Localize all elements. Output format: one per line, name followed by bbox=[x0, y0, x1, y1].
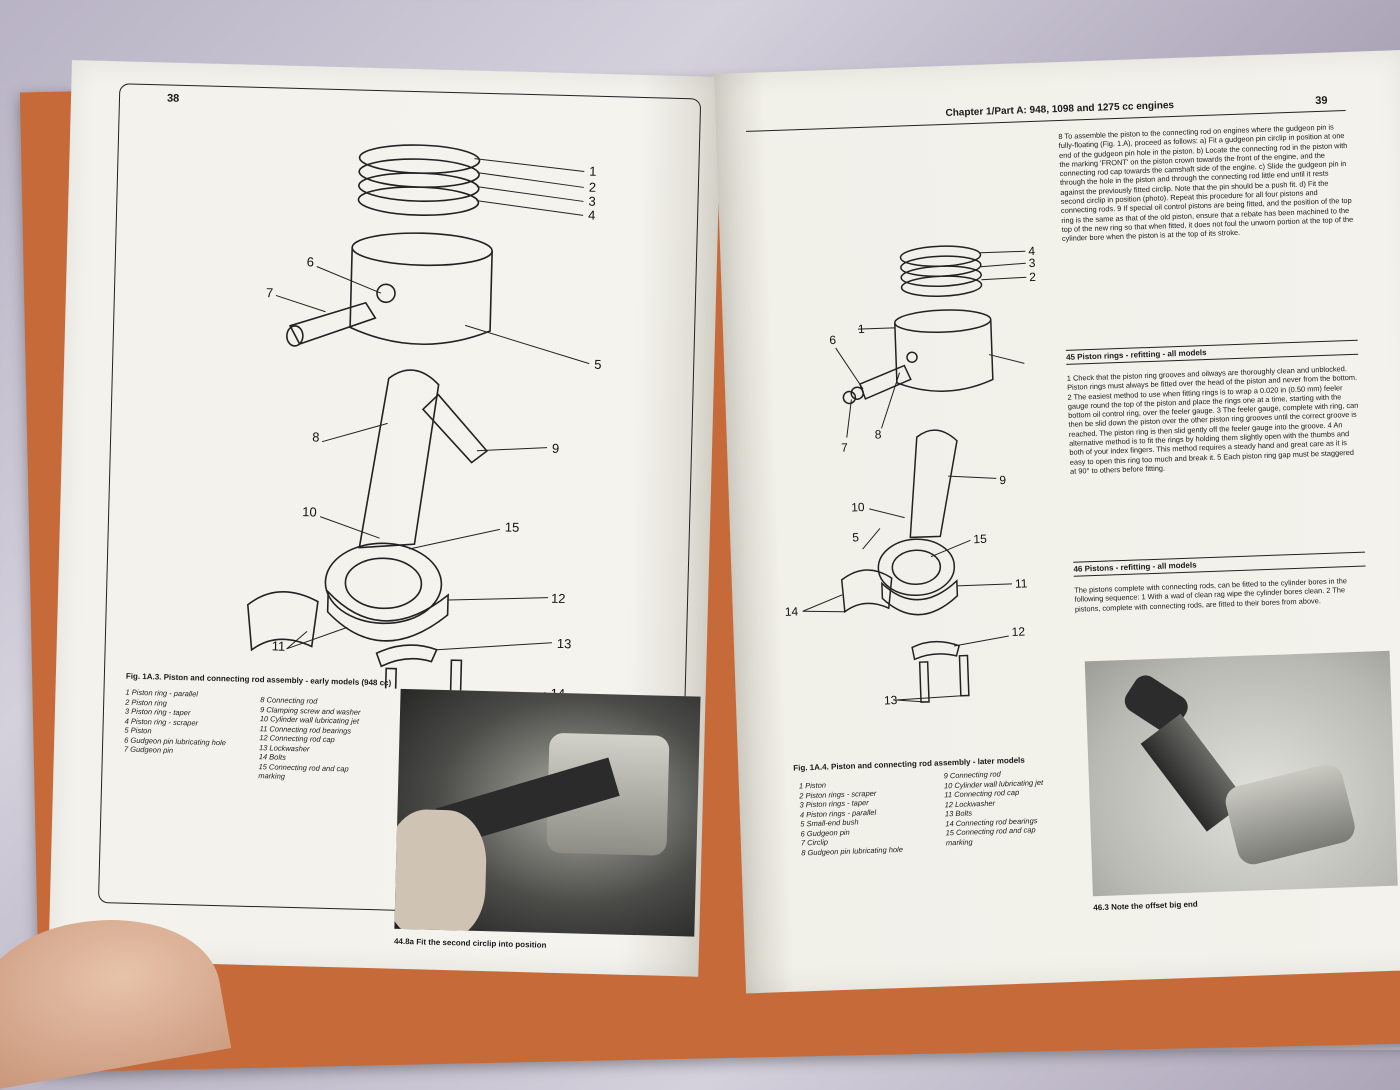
callout-4: 4 bbox=[1028, 244, 1035, 258]
callout-5: 5 bbox=[594, 357, 602, 372]
photo-caption: 44.8a Fit the second circlip into positi… bbox=[393, 936, 547, 950]
callout-7: 7 bbox=[266, 285, 274, 300]
callout-2: 2 bbox=[1029, 270, 1036, 284]
callout-14: 14 bbox=[785, 604, 799, 618]
photo-caption: 46.3 Note the offset big end bbox=[1093, 899, 1198, 913]
callout-3: 3 bbox=[1029, 256, 1036, 270]
callout-9: 9 bbox=[552, 441, 560, 456]
callout-2: 2 bbox=[589, 180, 597, 195]
piston-diagram-early: 1 2 3 4 5 6 7 8 9 10 11 12 13 14 15 bbox=[246, 144, 602, 697]
right-page: Chapter 1/Part A: 948, 1098 and 1275 cc … bbox=[714, 49, 1400, 994]
callout-11: 11 bbox=[272, 638, 286, 653]
photo-offset-big-end bbox=[1084, 650, 1398, 897]
callout-6: 6 bbox=[307, 254, 315, 269]
section-45-title: 45 Piston rings - refitting - all models bbox=[1065, 339, 1359, 365]
paragraph-assembly-steps: 8 To assemble the piston to the connecti… bbox=[1058, 122, 1354, 244]
callout-12: 12 bbox=[551, 591, 566, 606]
section-46-text: The pistons complete with connecting rod… bbox=[1074, 576, 1348, 614]
callout-8: 8 bbox=[312, 429, 320, 444]
callout-13: 13 bbox=[884, 693, 898, 707]
callout-8: 8 bbox=[874, 427, 881, 441]
callout-1: 1 bbox=[858, 322, 865, 336]
callout-12: 12 bbox=[1011, 624, 1025, 638]
callout-10: 10 bbox=[851, 500, 865, 514]
callout-9: 9 bbox=[999, 473, 1006, 487]
callout-13: 13 bbox=[557, 636, 572, 651]
callout-10: 10 bbox=[302, 504, 317, 519]
page-number: 38 bbox=[166, 92, 180, 105]
callout-14: 14 bbox=[550, 686, 565, 696]
callout-6: 6 bbox=[829, 333, 836, 347]
section-45-text: 1 Check that the piston ring grooves and… bbox=[1066, 364, 1359, 476]
page-number: 39 bbox=[1315, 94, 1328, 108]
section-46-title: 46 Pistons - refitting - all models bbox=[1073, 551, 1366, 577]
chapter-header: Chapter 1/Part A: 948, 1098 and 1275 cc … bbox=[945, 99, 1175, 119]
photo-circlip bbox=[394, 688, 701, 937]
callout-5: 5 bbox=[852, 530, 859, 544]
callout-3: 3 bbox=[588, 194, 596, 209]
callout-7: 7 bbox=[841, 441, 848, 455]
piston-diagram-later: 1 2 3 4 5 6 7 8 9 10 11 12 13 14 15 bbox=[785, 244, 1037, 708]
callout-1: 1 bbox=[589, 164, 597, 179]
left-page: 38 bbox=[48, 60, 722, 977]
callout-15: 15 bbox=[973, 532, 987, 546]
callout-4: 4 bbox=[588, 208, 596, 223]
callout-11: 11 bbox=[1015, 576, 1028, 590]
callout-15: 15 bbox=[505, 519, 520, 534]
